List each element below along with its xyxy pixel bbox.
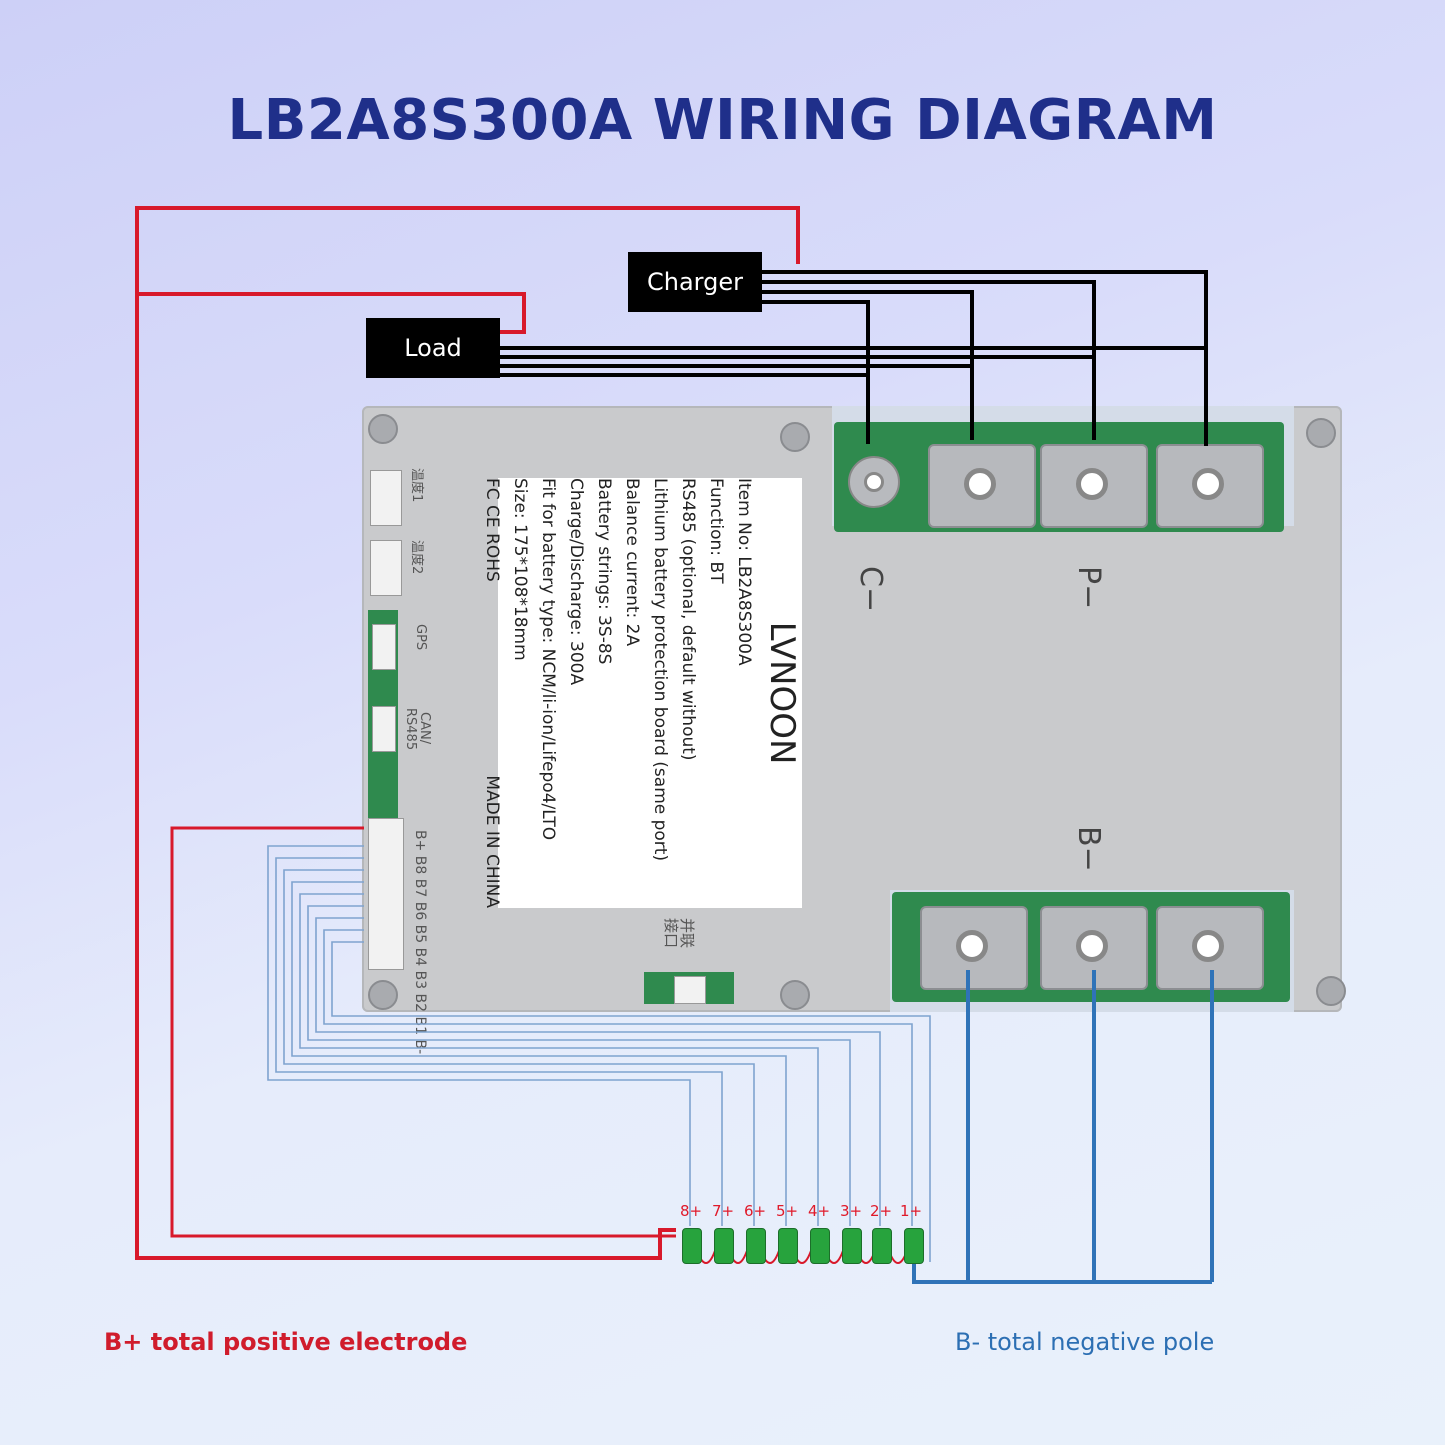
red-wire-load	[137, 292, 526, 334]
cell-label-1: 1+	[900, 1202, 923, 1220]
c-terminal	[848, 456, 900, 508]
temp1-connector	[370, 470, 402, 526]
cell-label-2: 2+	[870, 1202, 893, 1220]
red-wire-balance	[170, 826, 676, 1238]
battery-cell-7	[714, 1228, 734, 1264]
gps-connector	[372, 624, 396, 670]
p-terminal-3	[1156, 444, 1264, 528]
b-terminal-1	[920, 906, 1028, 990]
screw-top-right	[1306, 418, 1336, 448]
product-label	[498, 478, 802, 908]
b-minus-label: B- total negative pole	[955, 1328, 1215, 1356]
blue-wire-bus	[912, 1262, 1212, 1284]
battery-cell-4	[810, 1228, 830, 1264]
cell-interconnects	[695, 1247, 909, 1264]
battery-cell-1	[904, 1228, 924, 1264]
cell-label-8: 8+	[680, 1202, 703, 1220]
b-plus-label: B+ total positive electrode	[104, 1328, 468, 1356]
p-terminal-2	[1040, 444, 1148, 528]
charger-wire-1	[762, 270, 1208, 446]
battery-cell-2	[872, 1228, 892, 1264]
battery-cell-5	[778, 1228, 798, 1264]
charger-wire-2	[762, 280, 1096, 440]
screw-top-left	[368, 414, 398, 444]
charger-wire-3	[762, 290, 974, 440]
cell-label-6: 6+	[744, 1202, 767, 1220]
can-rs485-connector	[372, 706, 396, 752]
balance-wires	[267, 845, 931, 1262]
battery-cell-3	[842, 1228, 862, 1264]
charger-box: Charger	[628, 252, 762, 312]
screw-top-mid	[780, 422, 810, 452]
page-title: LB2A8S300A WIRING DIAGRAM	[227, 88, 1218, 153]
balance-connector	[368, 818, 404, 970]
red-wire-charger	[135, 206, 800, 1260]
load-box: Load	[366, 318, 500, 378]
cell-label-3: 3+	[840, 1202, 863, 1220]
p-terminal-1	[928, 444, 1036, 528]
cell-label-7: 7+	[712, 1202, 735, 1220]
cell-label-5: 5+	[776, 1202, 799, 1220]
cell-label-4: 4+	[808, 1202, 831, 1220]
screw-bottom-mid	[780, 980, 810, 1010]
screw-bottom-left	[368, 980, 398, 1010]
parallel-port	[644, 972, 734, 1004]
battery-cell-8	[682, 1228, 702, 1264]
temp2-connector	[370, 540, 402, 596]
battery-cell-6	[746, 1228, 766, 1264]
charger-wire-4	[762, 300, 870, 444]
screw-bottom-right	[1316, 976, 1346, 1006]
